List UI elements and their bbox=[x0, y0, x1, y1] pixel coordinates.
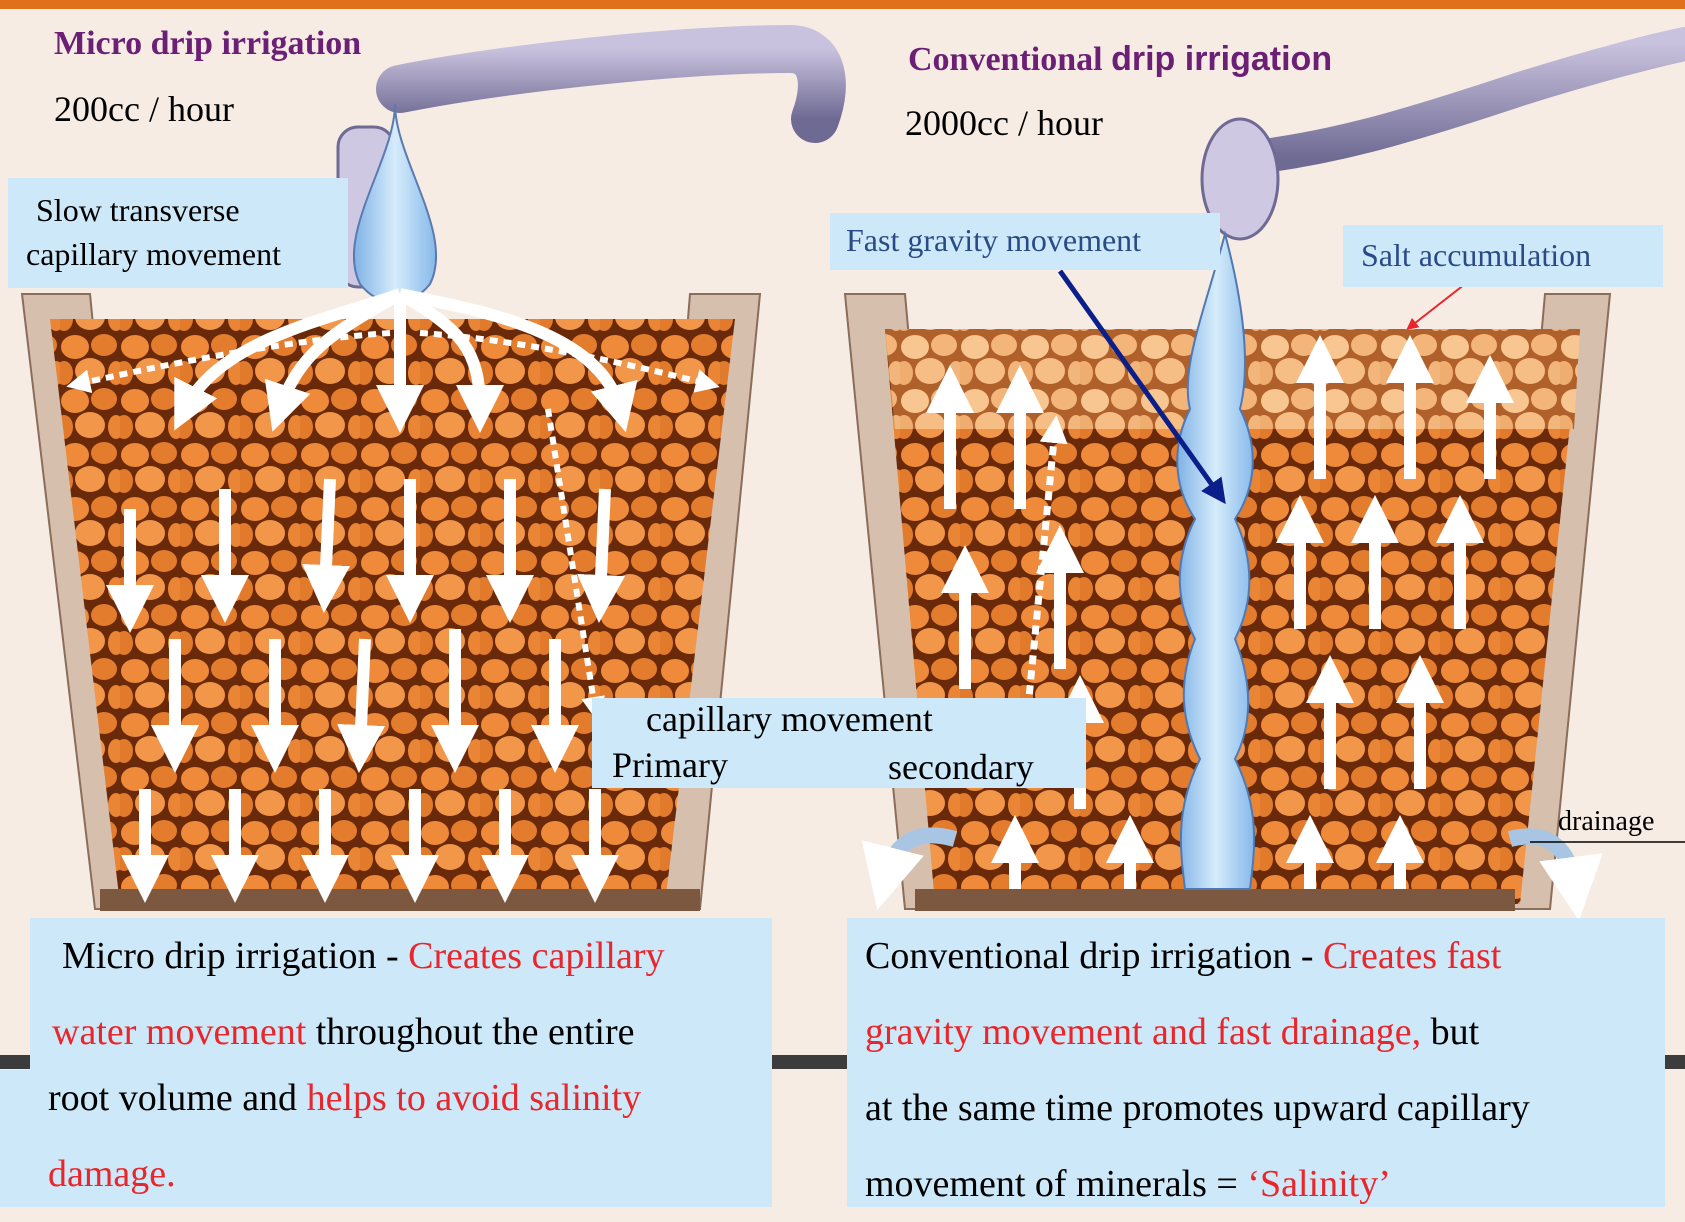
right-description: Conventional drip irrigation - Creates f… bbox=[847, 918, 1665, 1207]
right-desc-line-4: movement of minerals = ‘Salinity’ bbox=[865, 1146, 1665, 1222]
left-desc-line-3: root volume and helps to avoid salinity bbox=[48, 1060, 772, 1136]
capillary-legend: capillary movement Primary secondary bbox=[592, 698, 1086, 788]
legend-line-1: capillary movement bbox=[646, 698, 933, 740]
legend-primary: Primary bbox=[612, 744, 728, 786]
left-desc-line-4: damage. bbox=[48, 1136, 772, 1212]
fast-gravity-callout: Fast gravity movement bbox=[830, 213, 1220, 270]
left-desc-line-1: Micro drip irrigation - Creates capillar… bbox=[52, 918, 772, 994]
left-hose-icon bbox=[338, 49, 822, 303]
left-desc-line-2: water movement throughout the entire bbox=[52, 994, 772, 1070]
drainage-label: drainage bbox=[1558, 806, 1654, 838]
salt-accumulation-callout: Salt accumulation bbox=[1343, 225, 1663, 287]
callout-line-1: Slow transverse bbox=[36, 192, 240, 229]
right-desc-line-1: Conventional drip irrigation - Creates f… bbox=[865, 918, 1665, 994]
right-rate: 2000cc / hour bbox=[905, 102, 1103, 144]
right-desc-line-3: at the same time promotes upward capilla… bbox=[865, 1070, 1665, 1146]
right-desc-line-2: gravity movement and fast drainage, but bbox=[865, 994, 1665, 1070]
left-rate: 200cc / hour bbox=[54, 88, 234, 130]
slow-transverse-callout: Slow transverse capillary movement bbox=[8, 178, 348, 288]
fast-gravity-label: Fast gravity movement bbox=[846, 222, 1141, 259]
right-title: Conventional drip irrigation bbox=[908, 40, 1332, 79]
left-title: Micro drip irrigation bbox=[54, 25, 361, 63]
salt-arrow bbox=[1410, 284, 1465, 327]
accent-bar bbox=[0, 0, 1685, 9]
salt-accumulation-label: Salt accumulation bbox=[1361, 237, 1591, 274]
right-title-serif: Conventional bbox=[908, 41, 1103, 78]
left-description-lower: root volume and helps to avoid salinity … bbox=[0, 1070, 772, 1207]
legend-secondary: secondary bbox=[888, 746, 1034, 788]
right-title-sans: drip irrigation bbox=[1111, 40, 1332, 78]
callout-line-2: capillary movement bbox=[26, 236, 281, 273]
